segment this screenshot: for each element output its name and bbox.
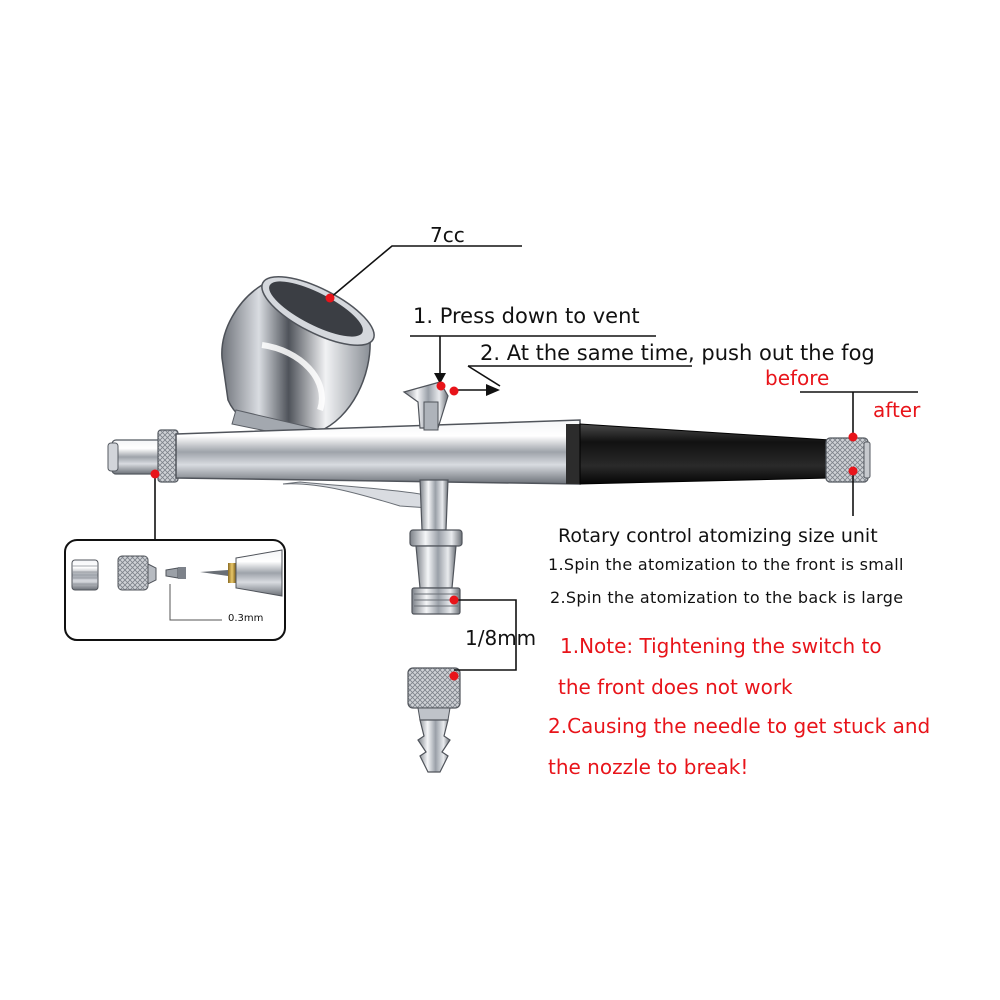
rotary-title: Rotary control atomizing size unit <box>558 525 878 547</box>
paint-cup <box>221 275 375 443</box>
warning-line-4: the nozzle to break! <box>548 755 749 779</box>
black-handle <box>579 423 871 485</box>
hose-size-label: 1/8mm <box>465 626 537 650</box>
marker-dot <box>449 671 459 681</box>
marker-dots <box>150 293 858 681</box>
marker-dot <box>150 469 160 479</box>
hose-connector <box>407 667 461 773</box>
needle-part <box>200 549 283 597</box>
before-label: before <box>765 366 830 390</box>
warning-line-2: the front does not work <box>558 675 793 699</box>
arrow-down-icon <box>434 373 446 384</box>
after-label: after <box>873 398 921 422</box>
marker-dot <box>325 293 335 303</box>
marker-dot <box>436 381 446 391</box>
nozzle-cap-part <box>71 559 99 591</box>
spin-back-text: 2.Spin the atomization to the back is la… <box>550 588 904 607</box>
marker-dot <box>848 466 858 476</box>
arrow-right-icon <box>486 384 500 396</box>
marker-dot <box>848 432 858 442</box>
marker-dot <box>449 386 459 396</box>
warning-line-1: 1.Note: Tightening the switch to <box>560 634 882 658</box>
marker-dot <box>449 595 459 605</box>
air-valve <box>409 479 463 615</box>
nozzle-ring-part <box>117 555 157 591</box>
push-fog-label: 2. At the same time, push out the fog <box>480 341 875 365</box>
nozzle-tip-part <box>165 567 186 579</box>
spin-front-text: 1.Spin the atomization to the front is s… <box>548 555 904 574</box>
front-nozzle <box>107 429 179 483</box>
nozzle-parts-inset <box>64 539 286 641</box>
cup-capacity-label: 7cc <box>430 223 465 247</box>
nozzle-size-label: 0.3mm <box>228 613 264 624</box>
warning-line-3: 2.Causing the needle to get stuck and <box>548 714 931 738</box>
airbrush-body <box>175 419 582 509</box>
press-vent-label: 1. Press down to vent <box>413 304 640 328</box>
